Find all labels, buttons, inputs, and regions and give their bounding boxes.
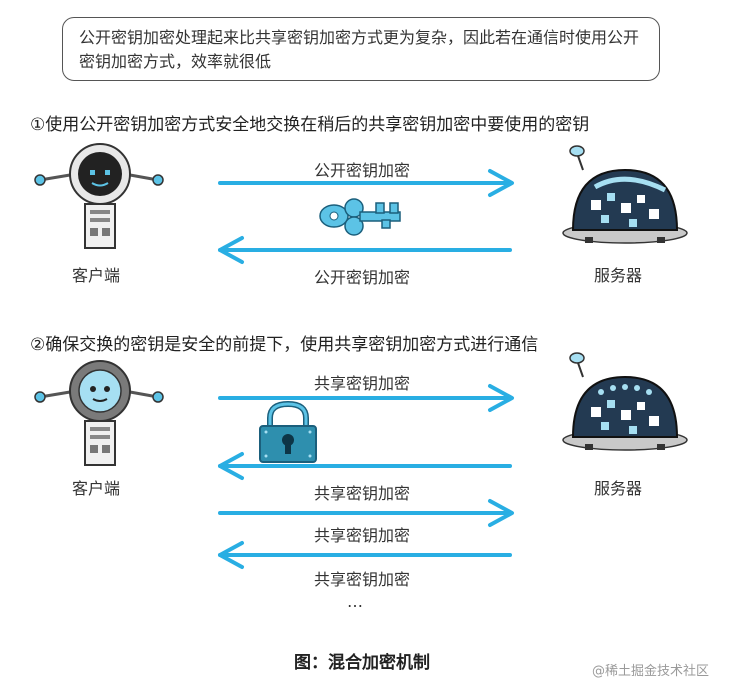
client-robot-icon <box>34 143 164 249</box>
arrow-label-public-key-top: 公开密钥加密 <box>313 161 411 180</box>
figure-caption: 图：混合加密机制 <box>294 653 430 673</box>
watermark: @稀土掘金技术社区 <box>592 664 710 679</box>
arrow-label-shared-key-4: 共享密钥加密 <box>313 570 411 589</box>
server-icon-2 <box>562 352 688 451</box>
arrow-left-public-key <box>218 236 512 264</box>
client-label: 客户端 <box>72 266 121 285</box>
step1-title: ①使用公开密钥加密方式安全地交换在稍后的共享密钥加密中要使用的密钥 <box>30 115 590 135</box>
arrow-label-shared-key-3: 共享密钥加密 <box>313 526 411 545</box>
key-icon <box>319 198 401 236</box>
note-text: 公开密钥加密处理起来比共享密钥加密方式更为复杂，因此若在通信时使用公开密钥加密方… <box>79 28 640 71</box>
arrow-label-shared-key-2: 共享密钥加密 <box>313 484 411 503</box>
client-robot-icon-2 <box>34 360 164 466</box>
arrow-label-public-key-bottom: 公开密钥加密 <box>313 268 411 287</box>
ellipsis: … <box>347 592 363 611</box>
lock-icon <box>259 400 317 463</box>
note-box: 公开密钥加密处理起来比共享密钥加密方式更为复杂，因此若在通信时使用公开密钥加密方… <box>62 17 660 81</box>
client-label-2: 客户端 <box>72 479 121 498</box>
server-label: 服务器 <box>594 266 643 285</box>
server-icon <box>562 145 688 244</box>
server-label-2: 服务器 <box>594 479 643 498</box>
arrow-label-shared-key-1: 共享密钥加密 <box>313 374 411 393</box>
arrow-left-shared-key-2 <box>218 541 512 569</box>
step2-title: ②确保交换的密钥是安全的前提下，使用共享密钥加密方式进行通信 <box>30 335 539 355</box>
